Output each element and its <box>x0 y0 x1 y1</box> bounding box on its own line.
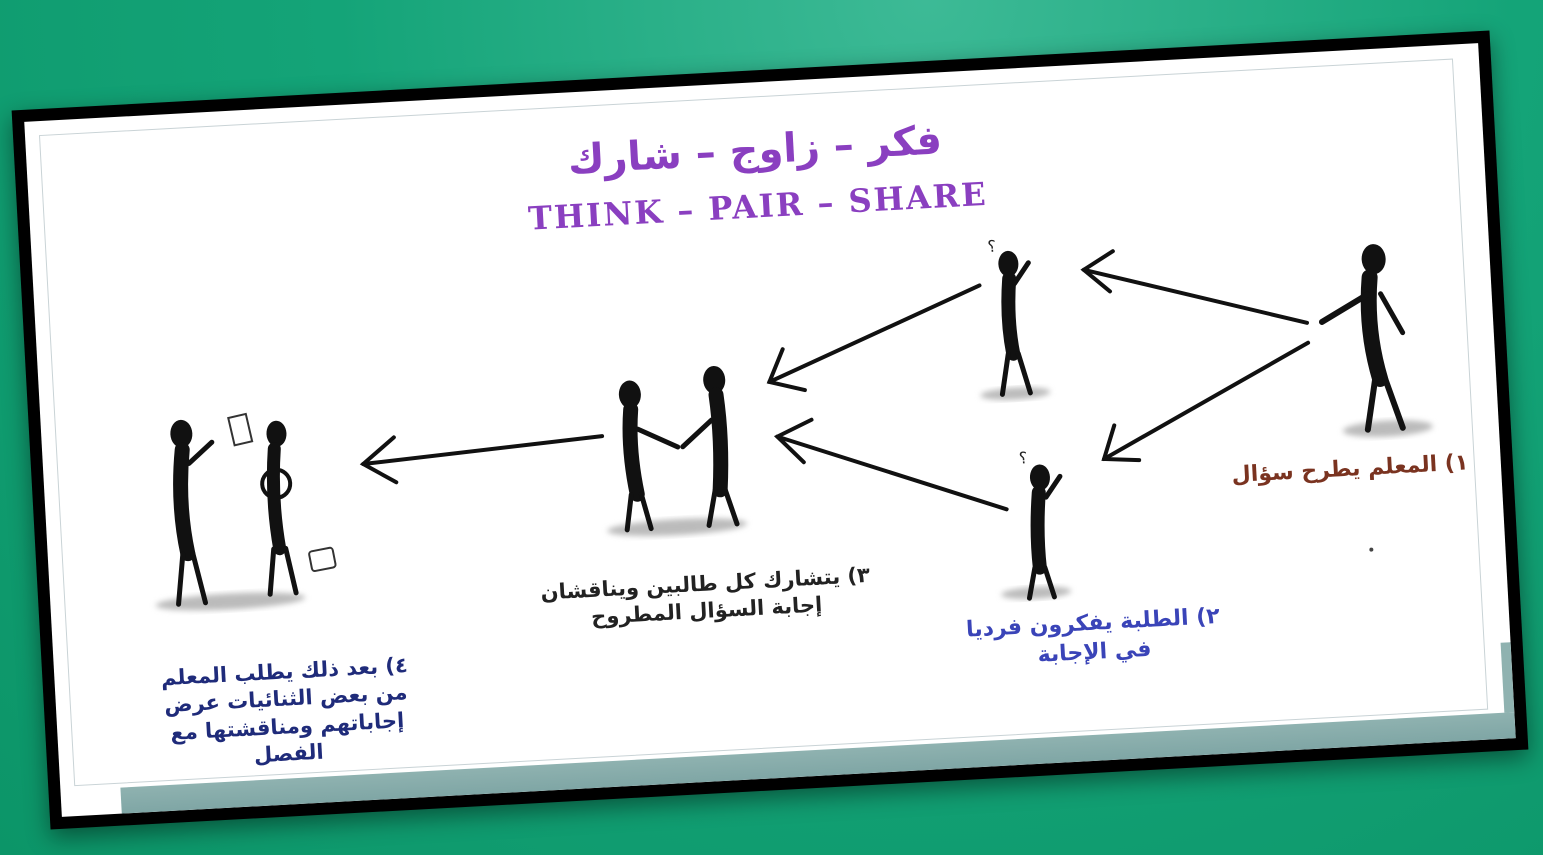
arrow-pair-to-share <box>359 434 605 485</box>
diagram-canvas: ؟ ؟ <box>155 237 1433 611</box>
svg-text:؟: ؟ <box>1018 448 1028 467</box>
arrow-teacher-to-top-thinker <box>1080 249 1309 325</box>
step-4-caption: ٤) بعد ذلك يطلب المعلم من بعض الثنائيات … <box>160 652 409 768</box>
arrow-teacher-to-bottom-thinker <box>1101 340 1311 463</box>
thinking-student-figure-bottom: ؟ <box>1001 448 1072 601</box>
presenting-pair-figure <box>155 412 337 611</box>
teacher-pointing-figure <box>1318 244 1433 437</box>
arrow-bottom-thinker-to-pair <box>773 417 1009 512</box>
handshake-pair-figure <box>607 365 748 537</box>
svg-text:؟: ؟ <box>987 237 997 256</box>
card-content: فكر – زاوج – شارك THINK – PAIR – SHARE <box>24 43 1516 817</box>
thinking-student-figure-top: ؟ <box>980 237 1051 400</box>
slide-card: فكر – زاوج – شارك THINK – PAIR – SHARE <box>11 30 1529 830</box>
arrow-top-thinker-to-pair <box>766 283 982 393</box>
